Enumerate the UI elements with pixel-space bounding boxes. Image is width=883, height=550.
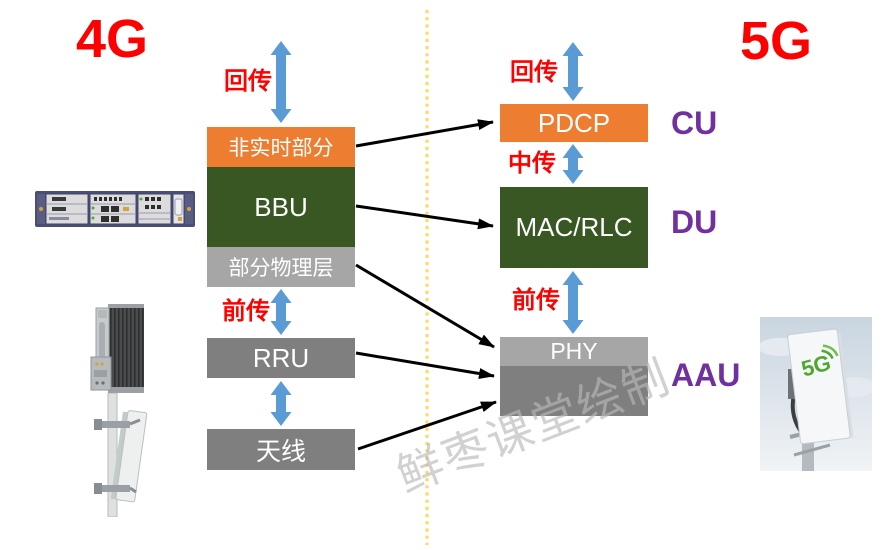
box-pdcp: PDCP [500,104,648,142]
arrow-partialphy-to-phy [355,263,495,349]
label-du: DU [671,204,718,240]
box-antenna: 天线 [207,429,355,470]
box-bbu: BBU [207,167,355,247]
box-non-realtime: 非实时部分 [207,127,355,167]
label-fronthaul-5g: 前传 [512,287,560,314]
arrow-rru-to-aau [355,351,495,379]
aau-photo: 5G [760,317,872,471]
label-backhaul-5g: 回传 [510,59,558,86]
label-fronthaul-4g: 前传 [222,298,270,325]
label-backhaul-4g: 回传 [224,68,272,95]
title-5g: 5G [740,11,813,71]
box-aau-lower [500,366,648,416]
title-4g: 4G [76,9,149,69]
box-phy: PHY [500,337,648,366]
arrow-bbu-to-macrlc [355,204,494,230]
label-aau: AAU [671,357,741,393]
antenna-equipment-image [94,393,148,517]
rru-equipment-image [90,304,144,393]
label-midhaul-5g: 中传 [508,150,556,177]
label-cu: CU [671,105,718,141]
box-rru: RRU [207,338,355,378]
bbu-equipment-image [35,191,195,227]
box-partial-phy: 部分物理层 [207,247,355,287]
box-mac-rlc: MAC/RLC [500,187,648,268]
arrow-nonrealtime-to-pdcp [355,119,494,148]
